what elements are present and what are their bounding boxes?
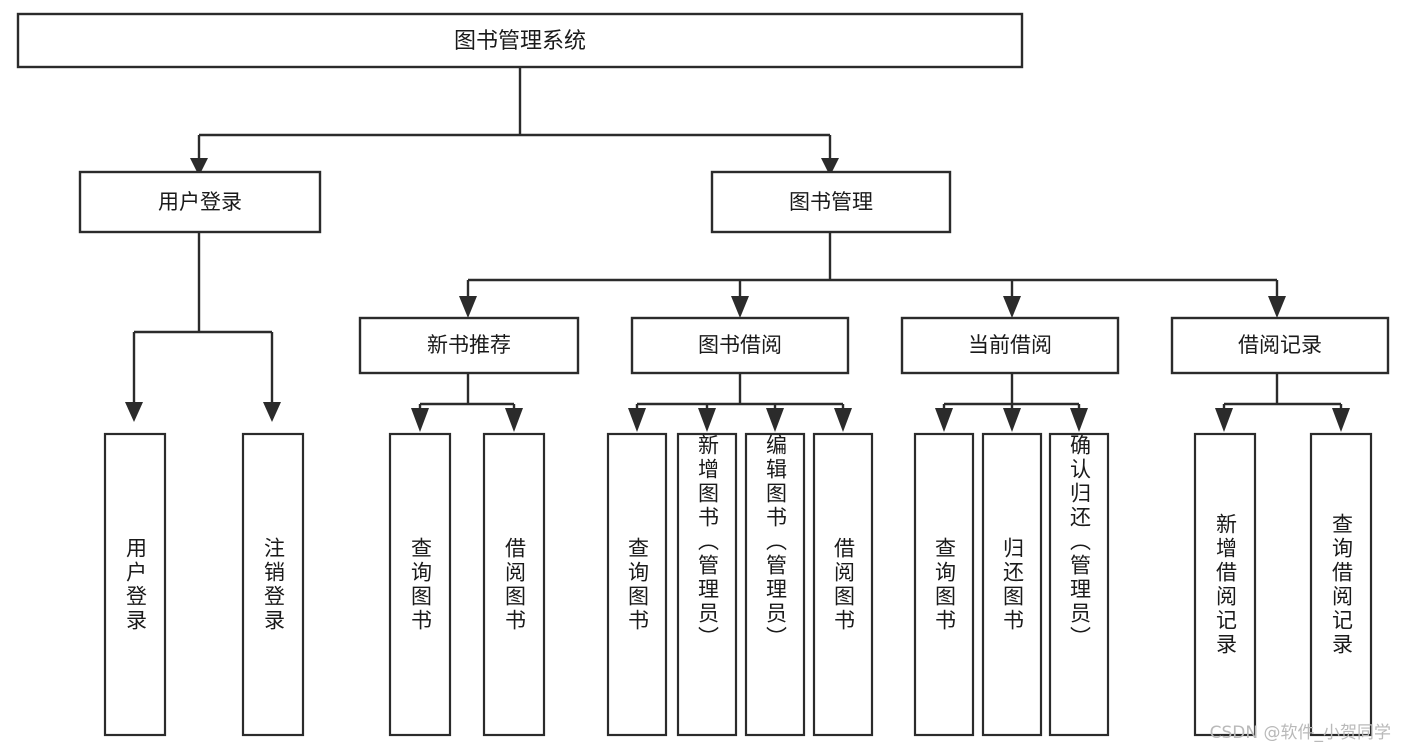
leaf-box-user-login[interactable] — [103, 432, 167, 737]
arrow-to-leaf-add-record — [1215, 408, 1233, 432]
node-new-book-recommend-box[interactable] — [358, 316, 580, 375]
leaf-box-add-record[interactable] — [1193, 432, 1257, 737]
node-user-login-box[interactable] — [78, 170, 322, 234]
node-current-borrow-label: 当前借阅 — [968, 333, 1052, 357]
leaf-box-logout[interactable] — [241, 432, 305, 737]
arrow-to-book-manage — [821, 158, 839, 176]
arrow-to-leaf-query-book-2 — [628, 408, 646, 432]
nodes-group: 图书管理系统 用户登录 图书管理 新书推荐 图书借阅 当前借阅 借阅记录 — [16, 12, 1390, 737]
node-book-borrow-label: 图书借阅 — [698, 333, 782, 357]
arrow-to-leaf-confirm-return — [1070, 408, 1088, 432]
connector-bookborrow-to-leaves — [635, 373, 845, 412]
leaf-box-query-book-1[interactable] — [388, 432, 452, 737]
connector-currentborrow-to-leaves — [942, 373, 1081, 412]
arrow-to-leaf-edit-book — [766, 408, 784, 432]
connector-userlogin-to-leaves — [132, 232, 274, 404]
node-root-label: 图书管理系统 — [454, 29, 586, 54]
arrow-to-leaf-return-book — [1003, 408, 1021, 432]
leaf-box-borrow-book-1[interactable] — [482, 432, 546, 737]
arrow-to-leaf-query-book-3 — [935, 408, 953, 432]
arrow-to-leaf-logout — [263, 402, 281, 422]
node-borrow-record-label: 借阅记录 — [1238, 333, 1322, 357]
arrow-to-leaf-add-book — [698, 408, 716, 432]
connector-newbook-to-leaves — [418, 373, 516, 412]
arrow-to-leaf-user-login — [125, 402, 143, 422]
arrow-to-borrow-record — [1268, 296, 1286, 318]
arrow-to-new-book-recommend — [459, 296, 477, 318]
node-borrow-record-box[interactable] — [1170, 316, 1390, 375]
arrow-to-leaf-borrow-book-1 — [505, 408, 523, 432]
leaf-box-query-book-3[interactable] — [913, 432, 975, 737]
connectors-group — [125, 67, 1350, 432]
arrow-to-current-borrow — [1003, 296, 1021, 318]
arrow-to-user-login — [190, 158, 208, 176]
leaf-box-query-book-2[interactable] — [606, 432, 668, 737]
node-book-manage-box[interactable] — [710, 170, 952, 234]
arrow-to-leaf-borrow-book-2 — [834, 408, 852, 432]
arrow-to-book-borrow — [731, 296, 749, 318]
connector-borrowrecord-to-leaves — [1222, 373, 1343, 412]
leaf-box-borrow-book-2[interactable] — [812, 432, 874, 737]
node-book-borrow-box[interactable] — [630, 316, 850, 375]
leaf-box-return-book[interactable] — [981, 432, 1043, 737]
node-current-borrow-box[interactable] — [900, 316, 1120, 375]
node-new-book-recommend-label: 新书推荐 — [427, 333, 511, 357]
node-root-box[interactable] — [16, 12, 1024, 69]
leaf-box-add-book[interactable] — [676, 432, 738, 737]
node-user-login-label: 用户登录 — [158, 190, 242, 214]
leaf-box-edit-book[interactable] — [744, 432, 806, 737]
node-book-manage-label: 图书管理 — [789, 190, 873, 214]
arrow-to-leaf-query-book-1 — [411, 408, 429, 432]
connector-root-to-level1 — [197, 67, 832, 160]
arrow-to-leaf-query-record — [1332, 408, 1350, 432]
connector-bookmanage-to-level2 — [466, 232, 1279, 300]
leaf-box-query-record[interactable] — [1309, 432, 1373, 737]
leaf-box-confirm-return[interactable] — [1048, 432, 1110, 737]
